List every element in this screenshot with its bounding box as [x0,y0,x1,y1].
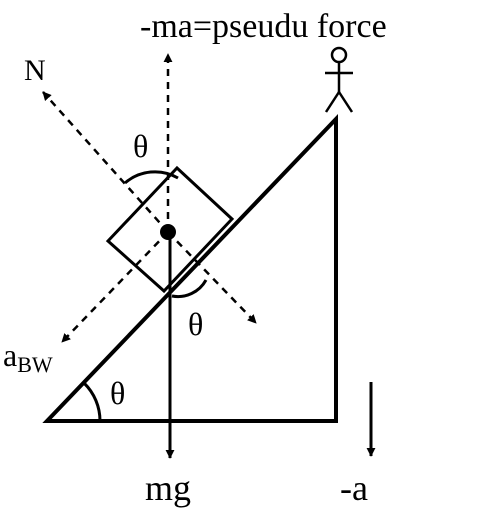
lower-angle-label: θ [188,306,203,342]
base-angle-label: θ [110,375,125,411]
center-of-mass-dot [160,224,176,240]
block-acceleration-subscript: BW [17,352,53,377]
top-angle-arc [124,170,179,185]
block-acceleration-symbol: a [3,337,17,373]
wedge-acceleration-label: -a [340,468,368,508]
base-angle-arc [82,381,102,422]
observer-figure [324,46,354,113]
wedge-triangle [42,114,338,423]
lower-angle-arc [171,279,208,299]
pseudo-force-label: -ma=pseudu force [140,8,387,45]
perpendicular-component-line [167,231,257,324]
top-angle-label: θ [133,128,148,164]
block-acceleration-label: aBW [3,337,53,377]
normal-force-label: N [24,54,46,87]
normal-force-line [42,91,169,233]
weight-label: mg [145,468,191,508]
